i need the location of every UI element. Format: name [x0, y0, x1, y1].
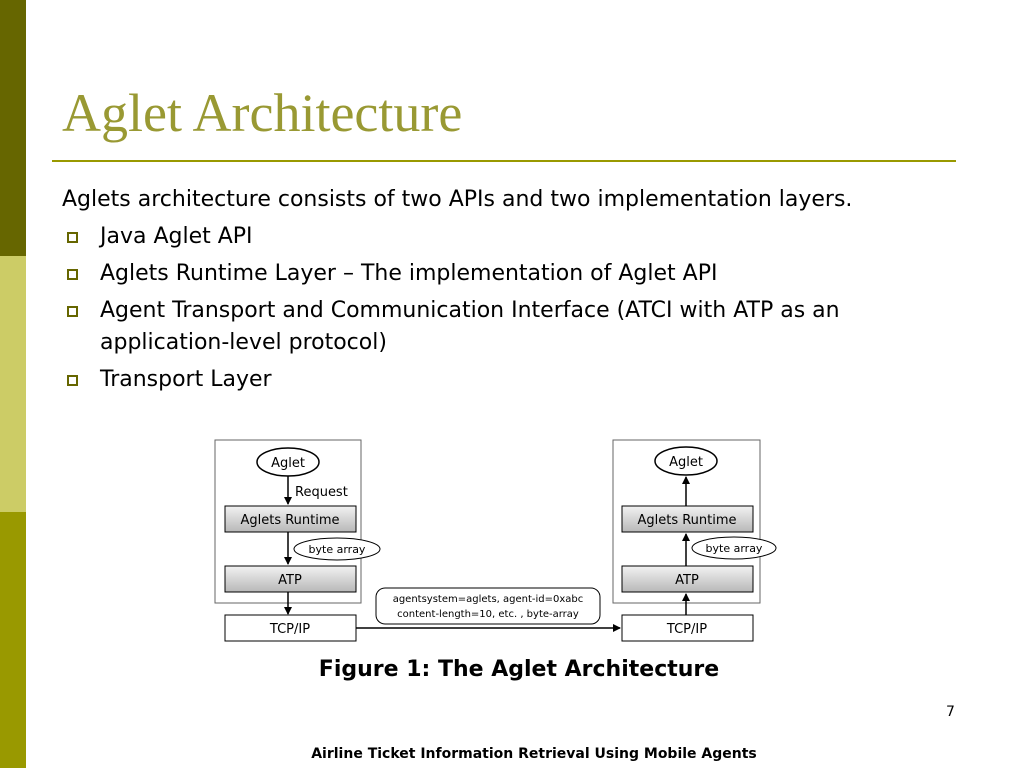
- slide-footer: Airline Ticket Information Retrieval Usi…: [311, 746, 757, 762]
- bullet-text: Agent Transport and Communication Interf…: [100, 298, 840, 355]
- bullet-item: Aglets Runtime Layer – The implementatio…: [62, 258, 932, 290]
- figure-caption: Figure 1: The Aglet Architecture: [318, 657, 720, 682]
- left-byte-array-label: byte array: [309, 543, 366, 556]
- right-byte-array-label: byte array: [706, 542, 763, 555]
- left-runtime-label: Aglets Runtime: [240, 513, 339, 528]
- square-bullet-icon: [67, 306, 78, 317]
- left-atp-label: ATP: [278, 573, 302, 588]
- page-number: 7: [946, 704, 955, 720]
- slide-body: Aglets architecture consists of two APIs…: [62, 184, 932, 396]
- bullet-text: Aglets Runtime Layer – The implementatio…: [100, 261, 718, 286]
- bullet-list: Java Aglet API Aglets Runtime Layer – Th…: [62, 221, 932, 396]
- sidebar-band-top: [0, 0, 26, 256]
- slide-title: Aglet Architecture: [62, 83, 463, 143]
- atp-message-callout: [375, 587, 601, 625]
- aglet-architecture-diagram: Aglet Request Aglets Runtime byte array …: [214, 439, 777, 642]
- right-atp-box: [621, 565, 754, 593]
- bullet-item: Transport Layer: [62, 364, 932, 396]
- sidebar-band-middle: [0, 256, 26, 512]
- left-runtime-box: [224, 505, 357, 533]
- title-underline: [52, 160, 956, 162]
- right-tcpip-box: [621, 614, 754, 642]
- left-aglet-label: Aglet: [271, 456, 305, 471]
- left-byte-array-tag: [293, 537, 381, 561]
- bullet-text: Java Aglet API: [100, 224, 253, 249]
- left-request-label: Request: [295, 485, 348, 500]
- atp-message-line-1: agentsystem=aglets, agent-id=0xabc: [393, 594, 584, 605]
- atp-message-line-2: content-length=10, etc. , byte-array: [397, 609, 579, 620]
- right-aglet-node: [654, 446, 718, 476]
- left-atp-box: [224, 565, 357, 593]
- square-bullet-icon: [67, 232, 78, 243]
- right-runtime-label: Aglets Runtime: [637, 513, 736, 528]
- right-byte-array-tag: [691, 536, 777, 560]
- left-tcpip-box: [224, 614, 357, 642]
- sidebar-band-bottom: [0, 512, 26, 768]
- bullet-item: Java Aglet API: [62, 221, 932, 253]
- sidebar-decoration: [0, 0, 26, 768]
- right-aglet-label: Aglet: [669, 455, 703, 470]
- bullet-item: Agent Transport and Communication Interf…: [62, 295, 932, 359]
- left-tcpip-label: TCP/IP: [269, 622, 310, 637]
- square-bullet-icon: [67, 269, 78, 280]
- right-atp-label: ATP: [675, 573, 699, 588]
- square-bullet-icon: [67, 375, 78, 386]
- right-runtime-box: [621, 505, 754, 533]
- bullet-text: Transport Layer: [100, 367, 272, 392]
- right-tcpip-label: TCP/IP: [666, 622, 707, 637]
- intro-text: Aglets architecture consists of two APIs…: [62, 187, 853, 212]
